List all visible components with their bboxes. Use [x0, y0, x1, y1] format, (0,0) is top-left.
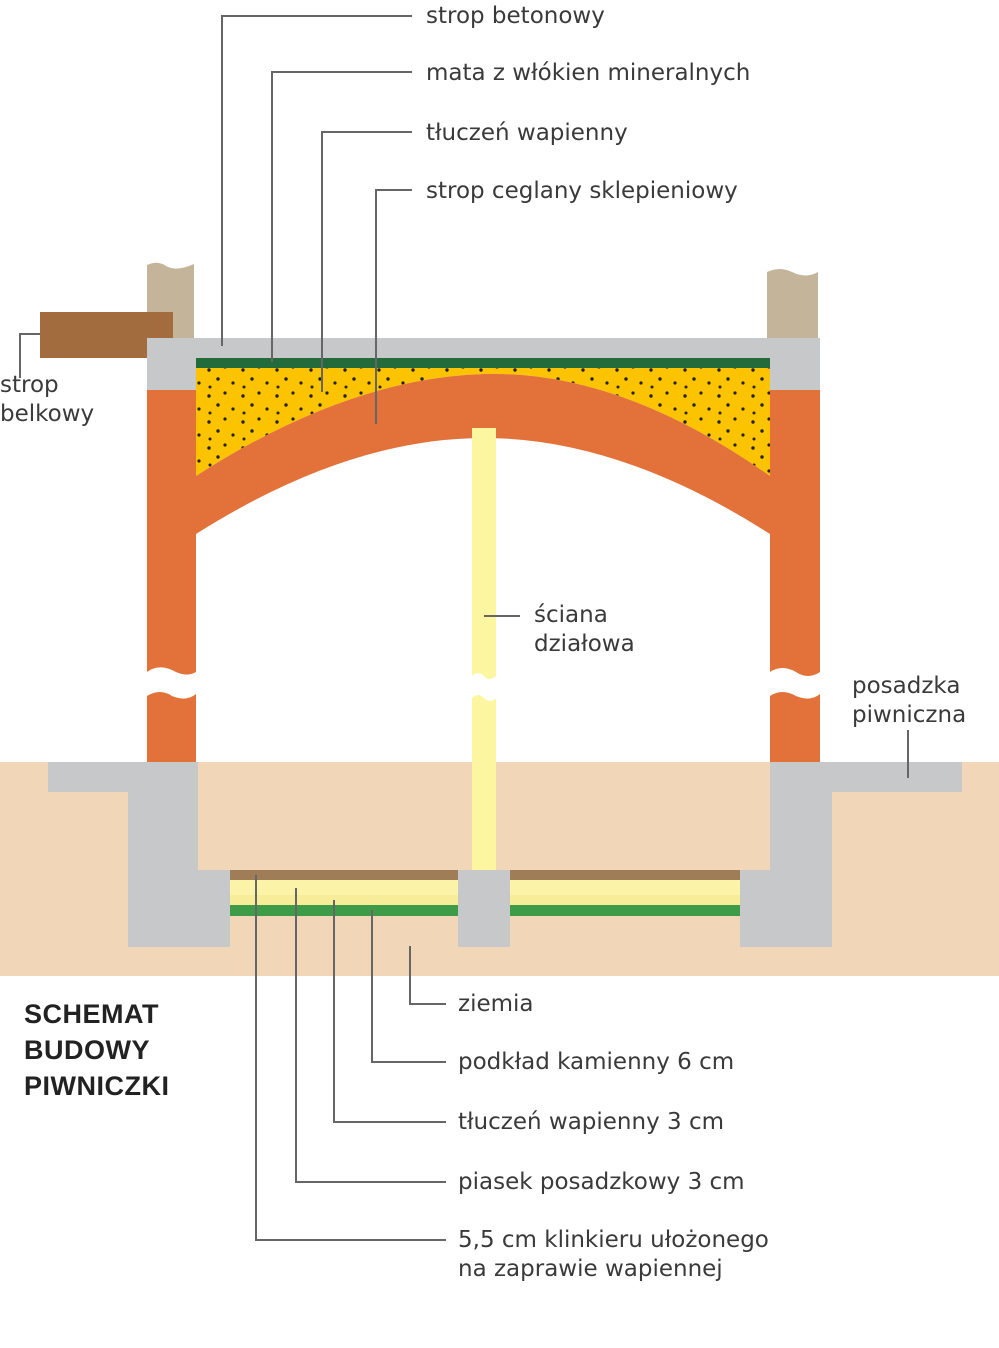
leader-ziemia [409, 946, 446, 1005]
label-sciana-line1: ściana [534, 602, 608, 628]
label-strop-betonowy: strop betonowy [426, 3, 605, 29]
label-mata: mata z włókien mineralnych [426, 60, 751, 86]
brick-wall-right [770, 390, 820, 676]
label-piasek: piasek posadzkowy 3 cm [458, 1169, 745, 1195]
title-line-2: BUDOWY [24, 1035, 150, 1065]
foundation-center [458, 870, 510, 947]
mineral-mat [196, 358, 770, 368]
gravel-dots [196, 368, 770, 476]
brick-vault [196, 373, 770, 534]
label-tluczen-top: tłuczeń wapienny [426, 120, 628, 146]
layer-stone-left [230, 905, 458, 916]
label-tluczen-bottom: tłuczeń wapienny 3 cm [458, 1109, 725, 1135]
layer-sand-right [510, 880, 740, 895]
label-strop-belkowy-line2: belkowy [0, 401, 95, 427]
title-line-3: PIWNICZKI [24, 1071, 170, 1101]
brick-wall-left [147, 390, 196, 675]
label-klinkier-line1: 5,5 cm klinkieru ułożonego [458, 1227, 769, 1253]
label-sciana-line2: działowa [534, 631, 635, 657]
leader-strop-belkowy [19, 333, 40, 378]
layer-gravel-left [230, 895, 458, 905]
diagram-title: SCHEMAT BUDOWY PIWNICZKI [24, 996, 170, 1104]
label-klinkier-line2: na zaprawie wapiennej [458, 1256, 723, 1282]
label-posadzka-line2: piwniczna [852, 702, 967, 728]
label-posadzka-line1: posadzka [852, 673, 961, 699]
layer-sand-left [230, 880, 458, 895]
leader-tluczen-bottom [333, 900, 446, 1123]
layer-clinker-right [510, 870, 740, 880]
label-ziemia: ziemia [458, 991, 534, 1017]
leader-klinkier [255, 875, 446, 1241]
layer-stone-right [510, 905, 740, 916]
foundation-left [128, 762, 230, 947]
layer-gravel-right [510, 895, 740, 905]
partition-wall-lower [472, 695, 496, 870]
foundation-right [740, 762, 832, 947]
brick-wall-right-lower [770, 692, 820, 762]
leader-strop-ceglany [375, 189, 412, 424]
upper-wall-right [767, 269, 818, 338]
label-strop-belkowy-line1: strop [0, 372, 59, 398]
leader-piasek [295, 888, 446, 1183]
partition-wall-upper [472, 428, 496, 679]
layer-clinker-left [230, 870, 458, 880]
label-strop-ceglany: strop ceglany sklepieniowy [426, 178, 738, 204]
title-line-1: SCHEMAT [24, 999, 159, 1029]
label-podklad: podkład kamienny 6 cm [458, 1049, 735, 1075]
leader-podklad [371, 910, 446, 1063]
brick-wall-left-lower [147, 692, 196, 762]
leader-tluczen-top [321, 131, 412, 392]
leader-mata [271, 71, 412, 362]
leader-strop-betonowy [221, 15, 412, 346]
